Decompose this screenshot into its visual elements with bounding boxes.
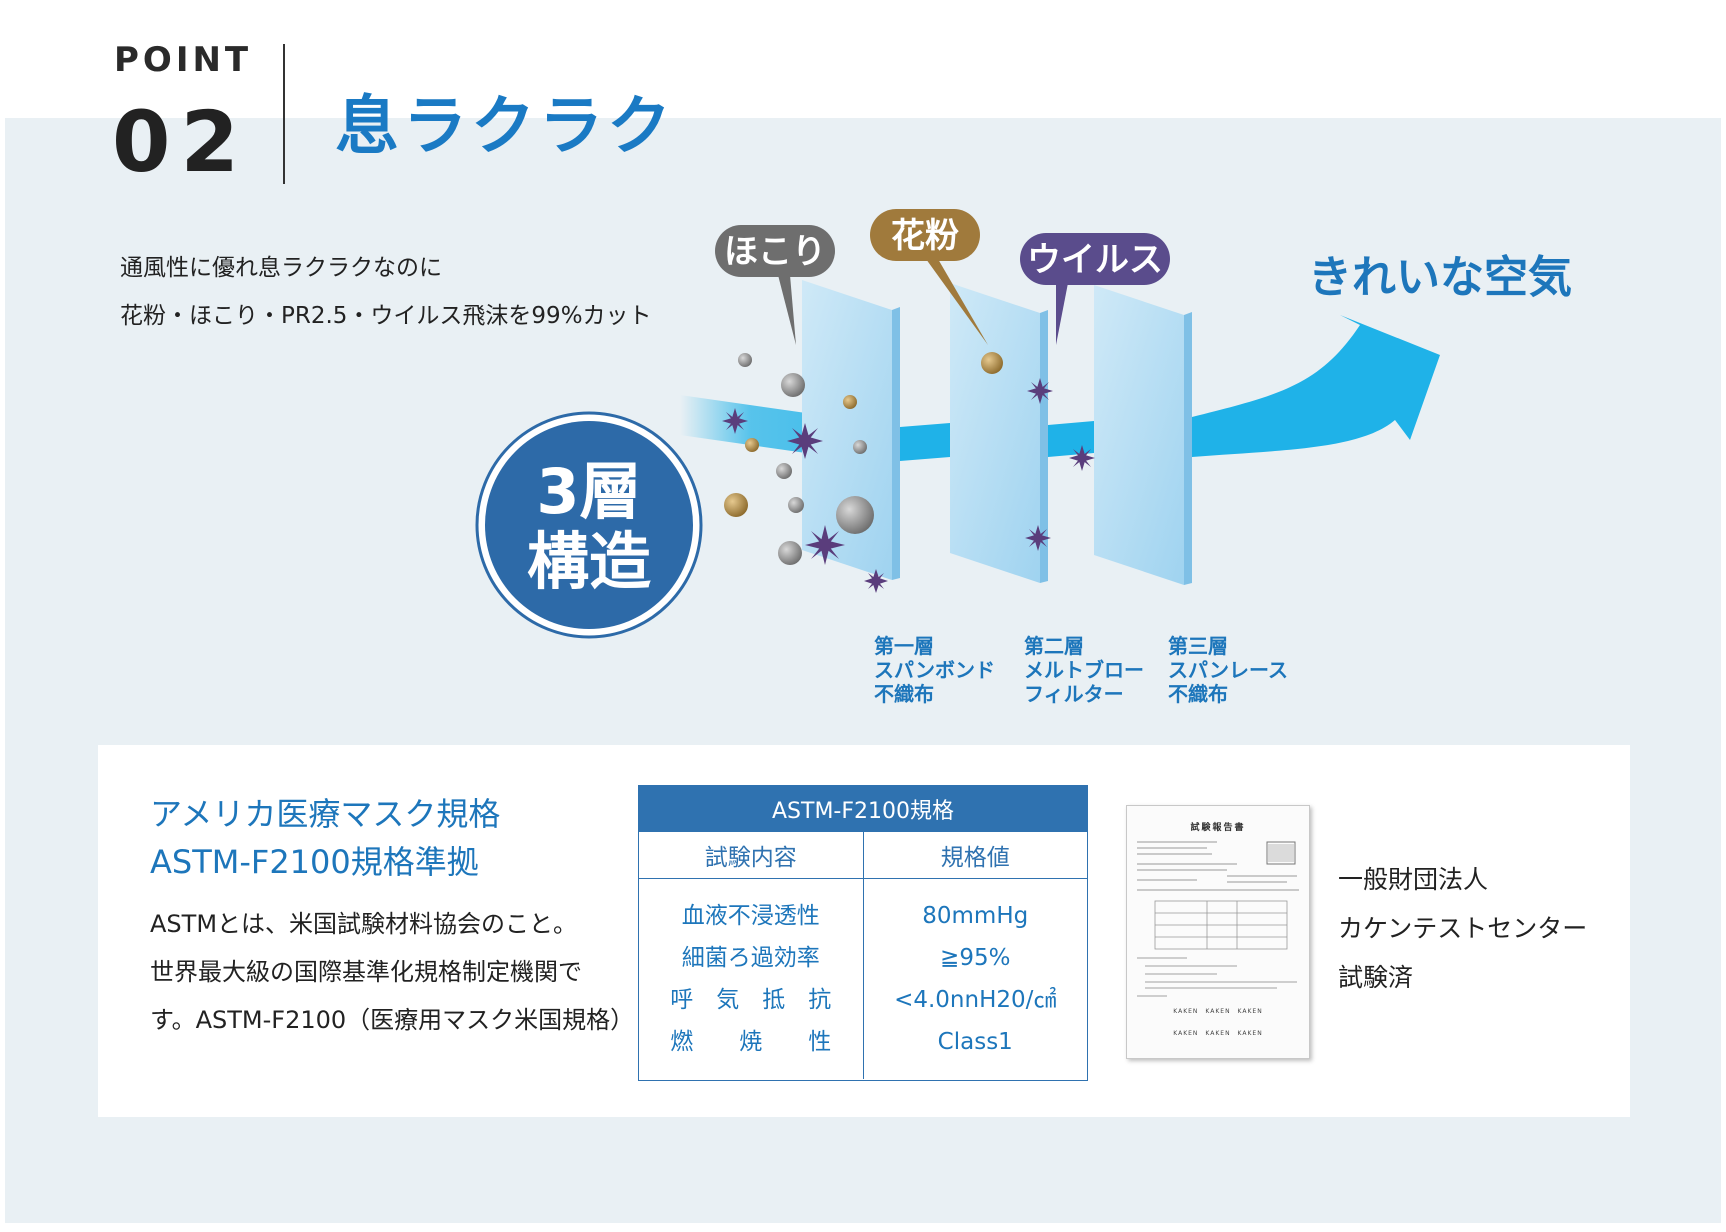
standard-heading-line-1: アメリカ医療マスク規格 [150,795,501,833]
standard-table: ASTM-F2100規格 試験内容 規格値 血液不浸透性 細菌ろ過効率 呼 気 … [638,785,1088,1081]
table-cell-test: 燃 焼 性 [670,1029,832,1055]
report-kaken-line-1: KAKEN KAKEN KAKEN [1173,1008,1263,1015]
report-body-lines [1137,841,1299,997]
air-stream-in [680,395,820,455]
standard-desc-line-1: ASTMとは、米国試験材料協会のこと。 [150,910,578,938]
svg-text:第三層: 第三層 [1168,634,1228,658]
organization-line-2: カケンテストセンター [1338,914,1588,943]
layer-label-1: 第一層 スパンボンド 不織布 [874,634,995,706]
intro-line-2: 花粉・ほこり・PR2.5・ウイルス飛沫を99%カット [120,303,652,329]
standard-desc-line-3: す。ASTM-F2100（医療用マスク米国規格） [150,1006,635,1034]
svg-text:不織布: 不織布 [1168,682,1228,706]
bubble-virus: ウイルス [1020,233,1170,345]
bubble-dust-label: ほこり [724,232,826,272]
layer-label-2: 第二層 メルトブロー フィルター [1024,634,1144,706]
three-layer-illustration: ほこり 花粉 ウイルス きれいな空気 3層 構造 第一層 スパンボンド 不織布 … [475,209,1572,706]
bubble-virus-label: ウイルス [1027,240,1163,280]
table-header-row: 試験内容 規格値 [639,832,1087,879]
table-value-column: 80mmHg ≧95% <4.0nnH20/㎠ Class1 [864,879,1088,1079]
dust-particles [738,353,874,565]
table-col-test: 試験内容 [639,832,864,878]
badge-line-2: 構造 [527,525,651,598]
page-title: 息ラクラク [335,90,675,164]
pollen-particles [724,352,1003,517]
header-divider [283,44,285,184]
air-stream-mid-2 [1048,421,1094,457]
svg-text:フィルター: フィルター [1024,682,1124,706]
layer-sheet-2 [950,283,1048,583]
layer-sheet-3 [1094,285,1192,585]
bubble-pollen: 花粉 [870,209,988,345]
svg-text:第二層: 第二層 [1024,634,1084,658]
bubble-dust: ほこり [715,225,835,345]
badge-line-1: 3層 [536,455,641,528]
organization-line-1: 一般財団法人 [1338,865,1489,894]
svg-text:メルトブロー: メルトブロー [1024,658,1144,682]
report-title: 試験報告書 [1190,823,1246,833]
svg-text:スパンレース: スパンレース [1168,658,1288,682]
point-label: POINT [114,40,253,80]
table-cell-value: Class1 [937,1029,1013,1055]
test-report-image: 試験報告書 [1126,805,1310,1059]
virus-particles [722,378,1095,593]
intro-text: 通風性に優れ息ラクラクなのに 花粉・ほこり・PR2.5・ウイルス飛沫を99%カッ… [120,244,652,340]
standards-card: アメリカ医療マスク規格 ASTM-F2100規格準拠 ASTMとは、米国試験材料… [98,745,1630,1117]
organization-line-3: 試験済 [1338,963,1414,992]
table-cell-test: 呼 気 抵 抗 [670,987,832,1013]
point-number: 02 [112,93,249,191]
table-cell-test: 血液不浸透性 [681,903,820,929]
standard-description: ASTMとは、米国試験材料協会のこと。 世界最大級の国際基準化規格制定機関で す… [150,900,634,1044]
table-test-column: 血液不浸透性 細菌ろ過効率 呼 気 抵 抗 燃 焼 性 [639,879,864,1079]
svg-text:スパンボンド: スパンボンド [874,658,995,682]
table-cell-value: ≧95% [940,945,1011,971]
layer-label-3: 第三層 スパンレース 不織布 [1168,634,1288,706]
clean-air-arrow [1192,315,1440,457]
bubble-pollen-label: 花粉 [891,216,959,256]
table-body: 血液不浸透性 細菌ろ過効率 呼 気 抵 抗 燃 焼 性 80mmHg ≧95% … [639,879,1087,1079]
svg-text:不織布: 不織布 [874,682,934,706]
standard-desc-line-2: 世界最大級の国際基準化規格制定機関で [150,958,582,986]
table-cell-value: <4.0nnH20/㎠ [894,987,1057,1013]
three-layer-badge: 3層 構造 [475,411,703,639]
table-cell-test: 細菌ろ過効率 [681,945,820,971]
table-cell-value: 80mmHg [922,903,1029,929]
table-title: ASTM-F2100規格 [639,786,1087,832]
svg-text:第一層: 第一層 [874,634,934,658]
intro-line-1: 通風性に優れ息ラクラクなのに [120,255,442,281]
standard-heading: アメリカ医療マスク規格 ASTM-F2100規格準拠 [150,790,500,886]
layer-sheet-1 [802,280,900,580]
table-col-value: 規格値 [940,845,1010,871]
organization-text: 一般財団法人 カケンテストセンター 試験済 [1338,855,1587,1002]
clean-air-label: きれいな空気 [1308,252,1572,303]
standard-heading-line-2: ASTM-F2100規格準拠 [150,843,479,881]
report-kaken-line-2: KAKEN KAKEN KAKEN [1173,1030,1263,1037]
air-stream-mid-1 [900,423,950,461]
